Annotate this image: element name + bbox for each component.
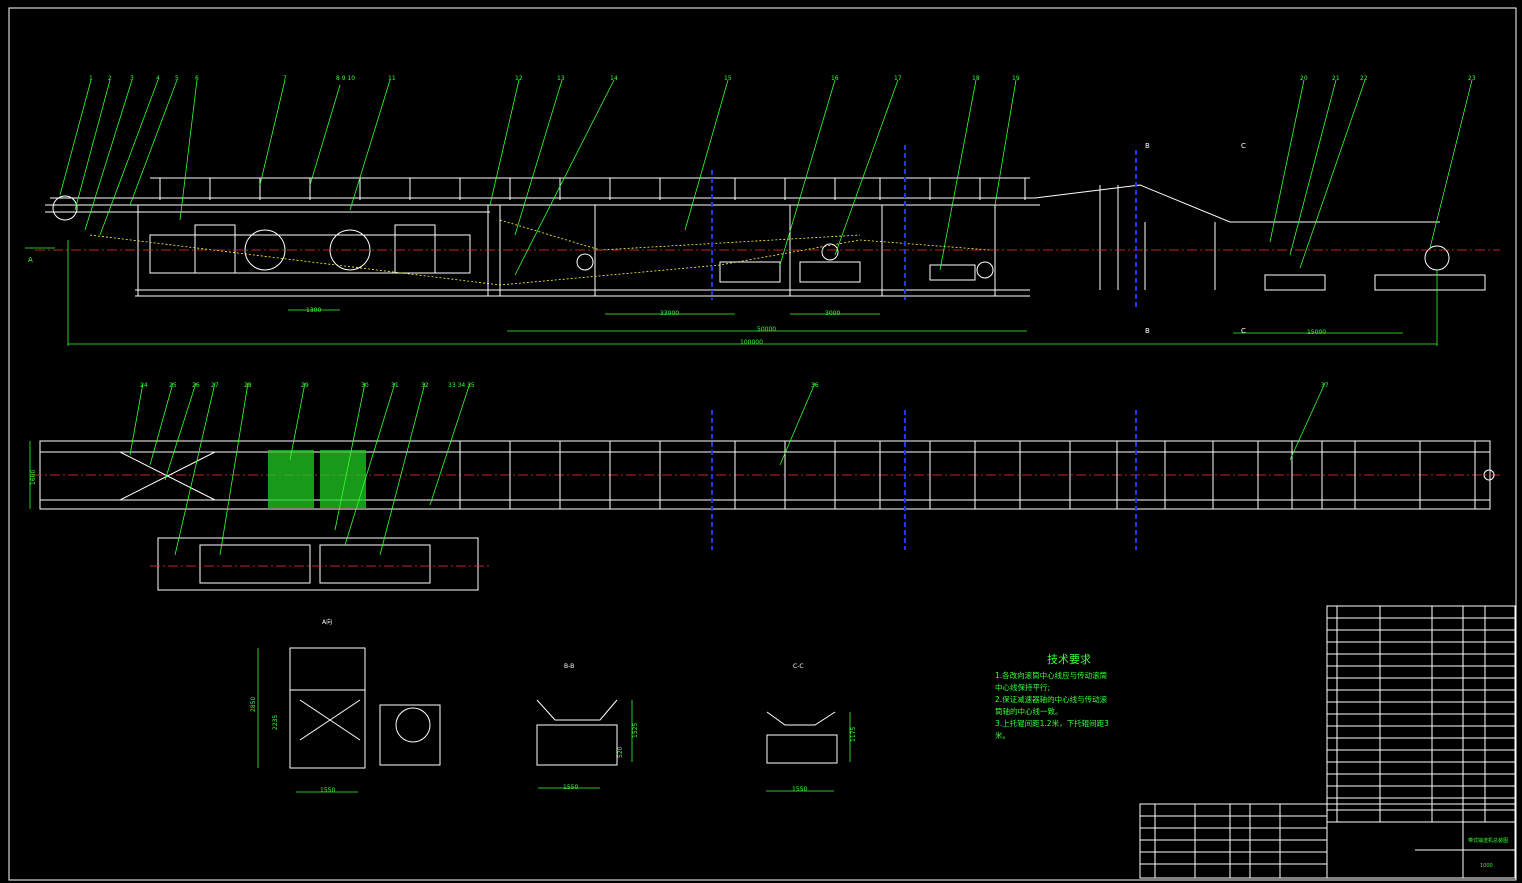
part-number: 23 (1468, 75, 1476, 82)
dim-3000: 3000 (825, 310, 840, 317)
part-number: 25 (169, 382, 177, 389)
dim-50000: 50000 (757, 326, 776, 333)
dim-cc-height: 1175 (850, 727, 857, 742)
dimension-texts: 1300 33000 3000 50000 100000 15000 1600 … (30, 307, 1326, 794)
part-number: 17 (894, 75, 902, 82)
part-number: 13 (557, 75, 565, 82)
section-b-top-label: B (1145, 142, 1150, 150)
view-a-label: A向 (322, 618, 332, 626)
tech-note-line: 1.各改向滚筒中心线应与传动滚筒 (995, 670, 1108, 680)
part-number: 36 (811, 382, 819, 389)
tech-notes: 技术要求 1.各改向滚筒中心线应与传动滚筒 中心线保持平行; 2.保证减速器轴的… (995, 653, 1109, 740)
dim-cc-width: 1550 (792, 786, 807, 793)
parts-list-table (1326, 605, 1516, 823)
part-number: 22 (1360, 75, 1368, 82)
view-cc-section (766, 711, 851, 792)
tech-note-line: 3.上托辊间距1.2米，下托辊间距3 (995, 718, 1109, 728)
drawing-name: 带式输送机总装图 (1468, 837, 1508, 844)
part-number: 15 (724, 75, 732, 82)
dim-view-a-height2: 2235 (272, 715, 279, 730)
tech-note-line: 筒轴的中心线一致。 (995, 706, 1063, 716)
tech-notes-title: 技术要求 (1047, 653, 1091, 666)
part-number: 18 (972, 75, 980, 82)
dim-view-a-width: 1550 (320, 787, 335, 794)
part-number: 16 (831, 75, 839, 82)
dim-1300: 1300 (306, 307, 321, 314)
dim-1600: 1600 (30, 470, 37, 485)
part-number: 7 (283, 75, 287, 82)
dim-bb-height2: 520 (617, 746, 624, 758)
dim-bb-width: 1550 (563, 784, 578, 791)
tech-note-line: 2.保证减速器轴的中心线与传动滚 (995, 694, 1108, 704)
elevation-part-numbers: 1 2 3 4 5 6 7 8 9 10 11 12 13 14 15 16 1… (89, 75, 1476, 82)
part-number: 12 (515, 75, 523, 82)
elevation-view (35, 79, 1500, 346)
part-number: 1 (89, 75, 93, 82)
dim-33000: 33000 (660, 310, 679, 317)
part-number: 24 (140, 382, 148, 389)
dim-15000: 15000 (1307, 329, 1326, 336)
view-bb-section (536, 699, 633, 789)
part-number: 37 (1321, 382, 1329, 389)
part-number: 3 (130, 75, 134, 82)
part-number: 31 (391, 382, 399, 389)
part-number: 30 (361, 382, 369, 389)
part-number: 14 (610, 75, 618, 82)
part-number: 28 (244, 382, 252, 389)
dim-bb-height: 1525 (632, 723, 639, 738)
part-number: 27 (211, 382, 219, 389)
part-number: 4 (156, 75, 160, 82)
part-number: 6 (195, 75, 199, 82)
part-number: 8 9 10 (336, 75, 355, 82)
drawing-code: 1000 (1480, 863, 1493, 869)
view-a-section (257, 647, 441, 793)
arrow-a-label: A (28, 256, 33, 264)
part-number: 19 (1012, 75, 1020, 82)
title-block (1139, 803, 1516, 879)
part-number: 26 (192, 382, 200, 389)
plan-part-numbers: 24 25 26 27 28 29 30 31 32 33 34 35 36 3… (140, 382, 1329, 389)
part-number: 5 (175, 75, 179, 82)
section-b-bottom-label: B (1145, 327, 1150, 335)
drawing-frame (8, 7, 1517, 881)
dim-100000: 100000 (740, 339, 763, 346)
part-number: 2 (108, 75, 112, 82)
tech-note-line: 中心线保持平行; (995, 682, 1050, 692)
part-number: 20 (1300, 75, 1308, 82)
section-c-bottom-label: C (1241, 327, 1246, 335)
part-number: 21 (1332, 75, 1340, 82)
view-bb-label: B-B (564, 663, 574, 670)
tech-note-line: 米。 (995, 730, 1010, 740)
dim-view-a-height: 2850 (250, 697, 257, 712)
plan-view (29, 382, 1500, 591)
part-number: 29 (301, 382, 309, 389)
part-number: 32 (421, 382, 429, 389)
part-number: 11 (388, 75, 396, 82)
view-cc-label: C-C (793, 663, 804, 670)
part-number: 33 34 35 (448, 382, 475, 389)
section-c-top-label: C (1241, 142, 1246, 150)
